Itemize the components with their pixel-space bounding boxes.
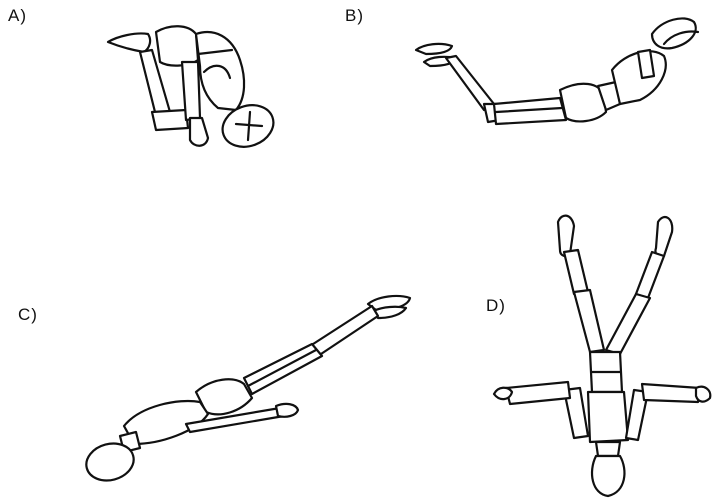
figure-d-right-shin [636,252,664,298]
figure-a-knee [152,110,188,130]
figure-d-right-thigh [606,294,650,354]
figure-a-tucked [108,26,279,153]
figure-d-left-thigh [574,290,604,352]
figure-c-extended [82,296,410,486]
figure-b-shin [446,56,494,110]
figure-b-head [652,18,696,48]
figure-a-foot [108,33,150,52]
figure-c-hand [276,404,298,417]
figure-c-shin [310,306,378,356]
figure-d-head [592,456,624,496]
figure-d-right-arm [642,384,700,402]
figure-a-thigh [156,26,198,65]
figure-b-arm [638,50,654,78]
figure-d-left-shin [564,250,588,294]
figure-d-left-hand [494,388,512,399]
figure-a-upper-arm [182,62,200,120]
figure-c-thigh-line [248,350,316,386]
figure-d-neck [596,442,620,456]
figure-d-right-foot [655,217,672,256]
figure-d-inverted [494,216,710,496]
figure-b-foot-upper [416,44,452,54]
figure-a-torso [196,32,244,110]
figure-a-forearm [190,118,208,146]
figure-b-arched [416,18,698,124]
figure-d-torso [588,392,628,442]
figure-c-thigh [244,344,322,394]
figure-d-right-hand [696,387,710,402]
figure-d-left-arm [506,382,570,404]
